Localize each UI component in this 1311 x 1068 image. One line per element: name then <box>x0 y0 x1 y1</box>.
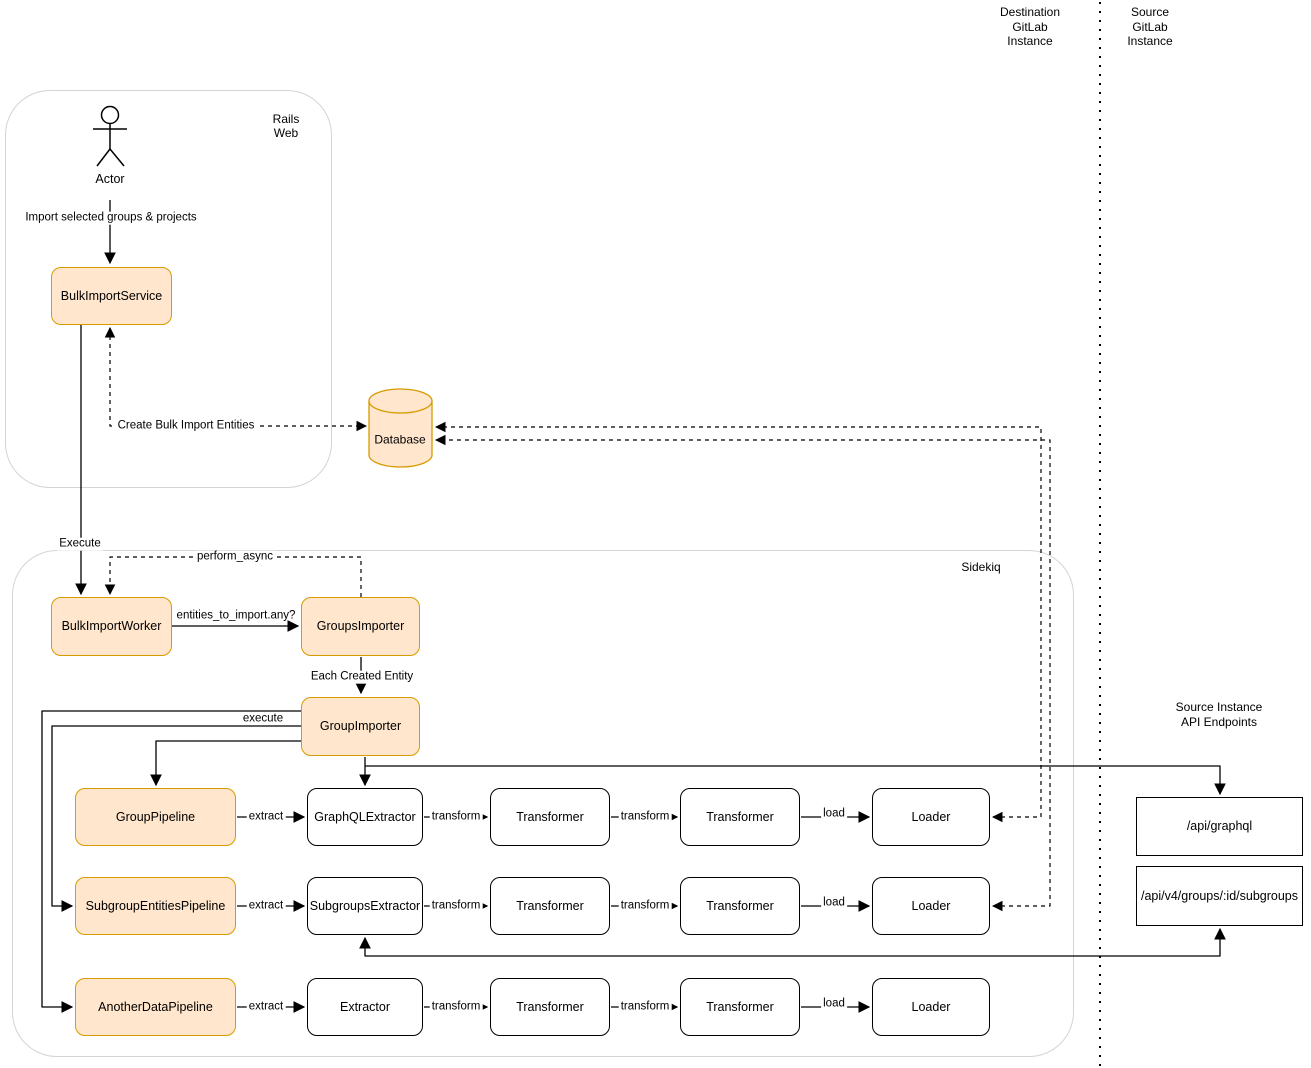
edge-groupimporter-to-subgroupentitiespipeline <box>51 725 301 912</box>
actor-label: Actor <box>95 172 125 187</box>
edge-label-extract-r2: extract <box>246 899 286 913</box>
edge-label-load-r3: load <box>821 997 847 1011</box>
node-loader-r2: Loader <box>872 877 990 935</box>
actor-legs <box>96 148 125 167</box>
node-grouppipeline: GroupPipeline <box>75 788 236 846</box>
edge-label-execute-pipeline: execute <box>242 712 284 725</box>
node-groupsimporter: GroupsImporter <box>301 597 420 656</box>
node-anotherdatapipeline: AnotherDataPipeline <box>75 978 236 1036</box>
edge-label-transform1-r3: transform <box>429 1000 483 1014</box>
node-subgroupsextractor: SubgroupsExtractor <box>307 877 423 935</box>
edge-label-import-selected: Import selected groups & projects <box>23 211 199 225</box>
node-transformer-r1c2: Transformer <box>680 788 800 846</box>
node-loader-r1: Loader <box>872 788 990 846</box>
edge-label-execute: Execute <box>57 537 103 551</box>
edge-label-load-r1: load <box>821 807 847 821</box>
api-endpoints-title: Source Instance API Endpoints <box>1175 700 1263 729</box>
database-cylinder <box>368 388 433 468</box>
edge-label-each-created-entity: Each Created Entity <box>308 670 416 684</box>
edge-label-transform2-r2: transform <box>618 899 672 913</box>
edge-label-transform2-r1: transform <box>618 810 672 824</box>
edge-label-extract-r3: extract <box>246 1000 286 1014</box>
edge-label-transform1-r2: transform <box>429 899 483 913</box>
edge-label-perform-async: perform_async <box>194 550 276 564</box>
edge-label-transform2-r3: transform <box>618 1000 672 1014</box>
node-api-v4-groups-subgroups: /api/v4/groups/:id/subgroups <box>1136 866 1303 926</box>
node-transformer-r3c2: Transformer <box>680 978 800 1036</box>
rails-web-container-label: Rails Web <box>272 112 300 140</box>
node-loader-r3: Loader <box>872 978 990 1036</box>
database-label: Database <box>374 432 426 447</box>
edge-subgroupsextractor-to-api-subgroups <box>359 927 1226 957</box>
edge-perform-async <box>104 556 362 597</box>
node-transformer-r1c1: Transformer <box>490 788 610 846</box>
edge-groupimporter-to-anotherdatapipeline <box>41 710 301 1013</box>
rails-web-container <box>5 90 332 488</box>
node-bulkimportservice: BulkImportService <box>51 267 172 325</box>
node-transformer-r3c1: Transformer <box>490 978 610 1036</box>
lane-destination-gitlab-label: Destination GitLab Instance <box>999 5 1061 48</box>
edge-label-transform1-r1: transform <box>429 810 483 824</box>
node-api-graphql: /api/graphql <box>1136 797 1303 856</box>
node-groupimporter: GroupImporter <box>301 697 420 756</box>
edge-loader1-to-database <box>434 421 1042 823</box>
node-extractor: Extractor <box>307 978 423 1036</box>
edge-label-create-bulk-import-entities: Create Bulk Import Entities <box>115 419 257 433</box>
edge-label-load-r2: load <box>821 896 847 910</box>
actor-icon <box>93 105 127 167</box>
node-graphqlextractor: GraphQLExtractor <box>307 788 423 846</box>
edge-create-bulk-import-entities <box>104 326 368 432</box>
actor-head <box>100 105 120 125</box>
edge-label-extract-r1: extract <box>246 810 286 824</box>
lane-source-gitlab-label: Source GitLab Instance <box>1127 5 1173 48</box>
edge-loader2-to-database <box>434 434 1051 912</box>
edge-label-entities-to-import-any: entities_to_import.any? <box>176 609 296 622</box>
node-bulkimportworker: BulkImportWorker <box>51 597 172 656</box>
node-transformer-r2c1: Transformer <box>490 877 610 935</box>
edge-groupimporter-to-grouppipeline <box>150 740 301 787</box>
node-transformer-r2c2: Transformer <box>680 877 800 935</box>
node-subgroupentitiespipeline: SubgroupEntitiesPipeline <box>75 877 236 935</box>
sidekiq-container-label: Sidekiq <box>961 560 1001 574</box>
